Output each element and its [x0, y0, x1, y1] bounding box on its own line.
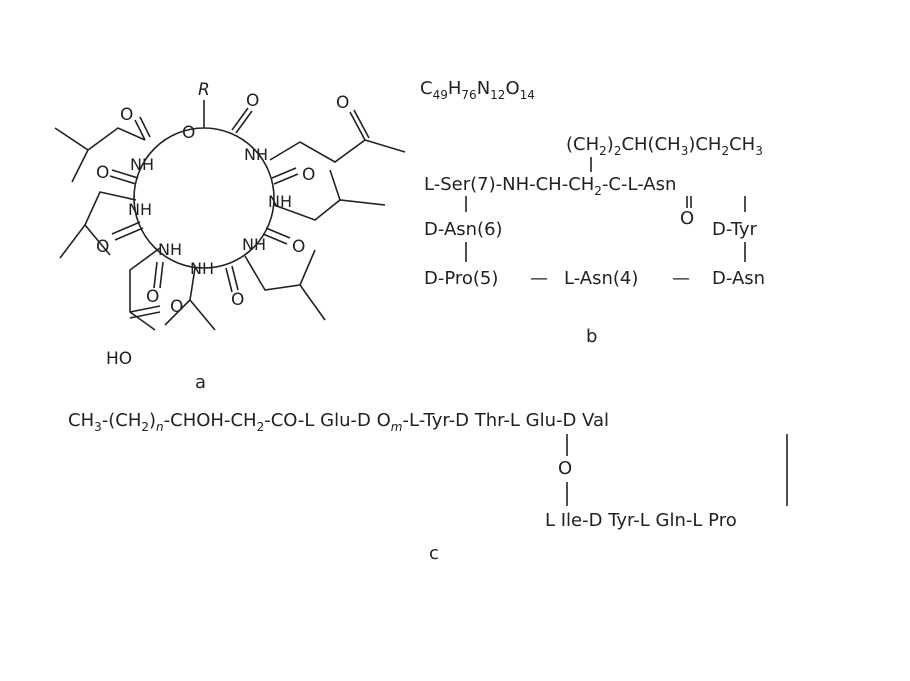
ketone-o: O — [336, 93, 349, 113]
panel-c-caption: c — [429, 543, 439, 564]
carbonyl-bond-right-lower — [262, 227, 291, 245]
l-asn4-label: L-Asn(4) — [564, 268, 638, 289]
panel-b-caption: b — [586, 326, 597, 347]
carbonyl-o-7: O — [170, 297, 183, 317]
carbonyl-o-4: O — [292, 237, 305, 257]
lower-right-isobutyl-chain — [244, 249, 326, 321]
left-lower-isobutyl-chain — [59, 191, 137, 259]
carbonyl-o-6: O — [146, 287, 159, 307]
carbonyl-o-label: O — [680, 208, 694, 229]
nh-label-3: NH — [128, 200, 152, 219]
panel-b-structure: C49H76N12O14 (CH2)2CH(CH3)CH2CH3 L-Ser(7… — [420, 78, 765, 289]
dash-2: — — [672, 268, 690, 289]
lipopeptide-chain: CH3-(CH2)n-CHOH-CH2-CO-L Glu-D Om-L-Tyr-… — [68, 410, 609, 434]
dash-1: — — [530, 268, 548, 289]
nh-label-5: NH — [158, 240, 182, 259]
ester-o-label: O — [558, 458, 572, 479]
carbonyl-bond-left-mid — [109, 169, 139, 185]
hydroxyl-label: HO — [106, 349, 132, 369]
carbonyl-o-2: O — [246, 91, 259, 111]
panel-a-caption: a — [195, 372, 206, 393]
carbonyl-o-5: O — [231, 290, 244, 310]
carbonyl-bond-right — [271, 167, 299, 185]
d-pro5-label: D-Pro(5) — [424, 268, 498, 289]
carbonyl-bond-top — [231, 107, 253, 134]
ring-ester-o: O — [182, 123, 195, 143]
ketone-chain — [269, 109, 406, 163]
carbonyl-bond-left-lower — [111, 221, 144, 241]
d-asn-label: D-Asn — [712, 268, 765, 289]
lower-peptide-chain: L Ile-D Tyr-L Gln-L Pro — [545, 510, 737, 531]
carbonyl-double-bond — [686, 196, 692, 208]
carbonyl-bond-bottom — [225, 265, 239, 293]
carbonyl-o-3: O — [302, 165, 315, 185]
side-chain-formula: (CH2)2CH(CH3)CH2CH3 — [566, 134, 763, 158]
carbonyl-o-1: O — [120, 105, 133, 125]
nh-label-2: NH — [244, 145, 268, 164]
d-tyr-label: D-Tyr — [712, 219, 758, 240]
carbonyl-bond-bottom-left — [153, 261, 164, 289]
right-isobutyl-chain — [273, 169, 386, 221]
molecular-formula: C49H76N12O14 — [420, 78, 535, 102]
carbonyl-o-9: O — [96, 163, 109, 183]
carbonyl-bond-top-left — [134, 116, 151, 141]
nh-label-1: NH — [130, 155, 154, 174]
main-chain: L-Ser(7)-NH-CH-CH2-C-L-Asn — [424, 174, 676, 198]
d-asn6-label: D-Asn(6) — [424, 219, 503, 240]
r-group-label: R — [198, 80, 210, 100]
panel-c-structure: CH3-(CH2)n-CHOH-CH2-CO-L Glu-D Om-L-Tyr-… — [68, 410, 788, 531]
nh-label-4: NH — [268, 192, 292, 211]
panel-a-structure: R O O O O O O O O O O O NH NH NH NH NH N… — [54, 80, 406, 369]
carbonyl-o-8: O — [96, 237, 109, 257]
nh-label-7: NH — [190, 259, 214, 278]
nh-label-6: NH — [242, 235, 266, 254]
aspartate-chain — [129, 247, 161, 331]
left-isobutyl-chain — [54, 127, 146, 183]
isopropyl-chain — [164, 267, 216, 331]
